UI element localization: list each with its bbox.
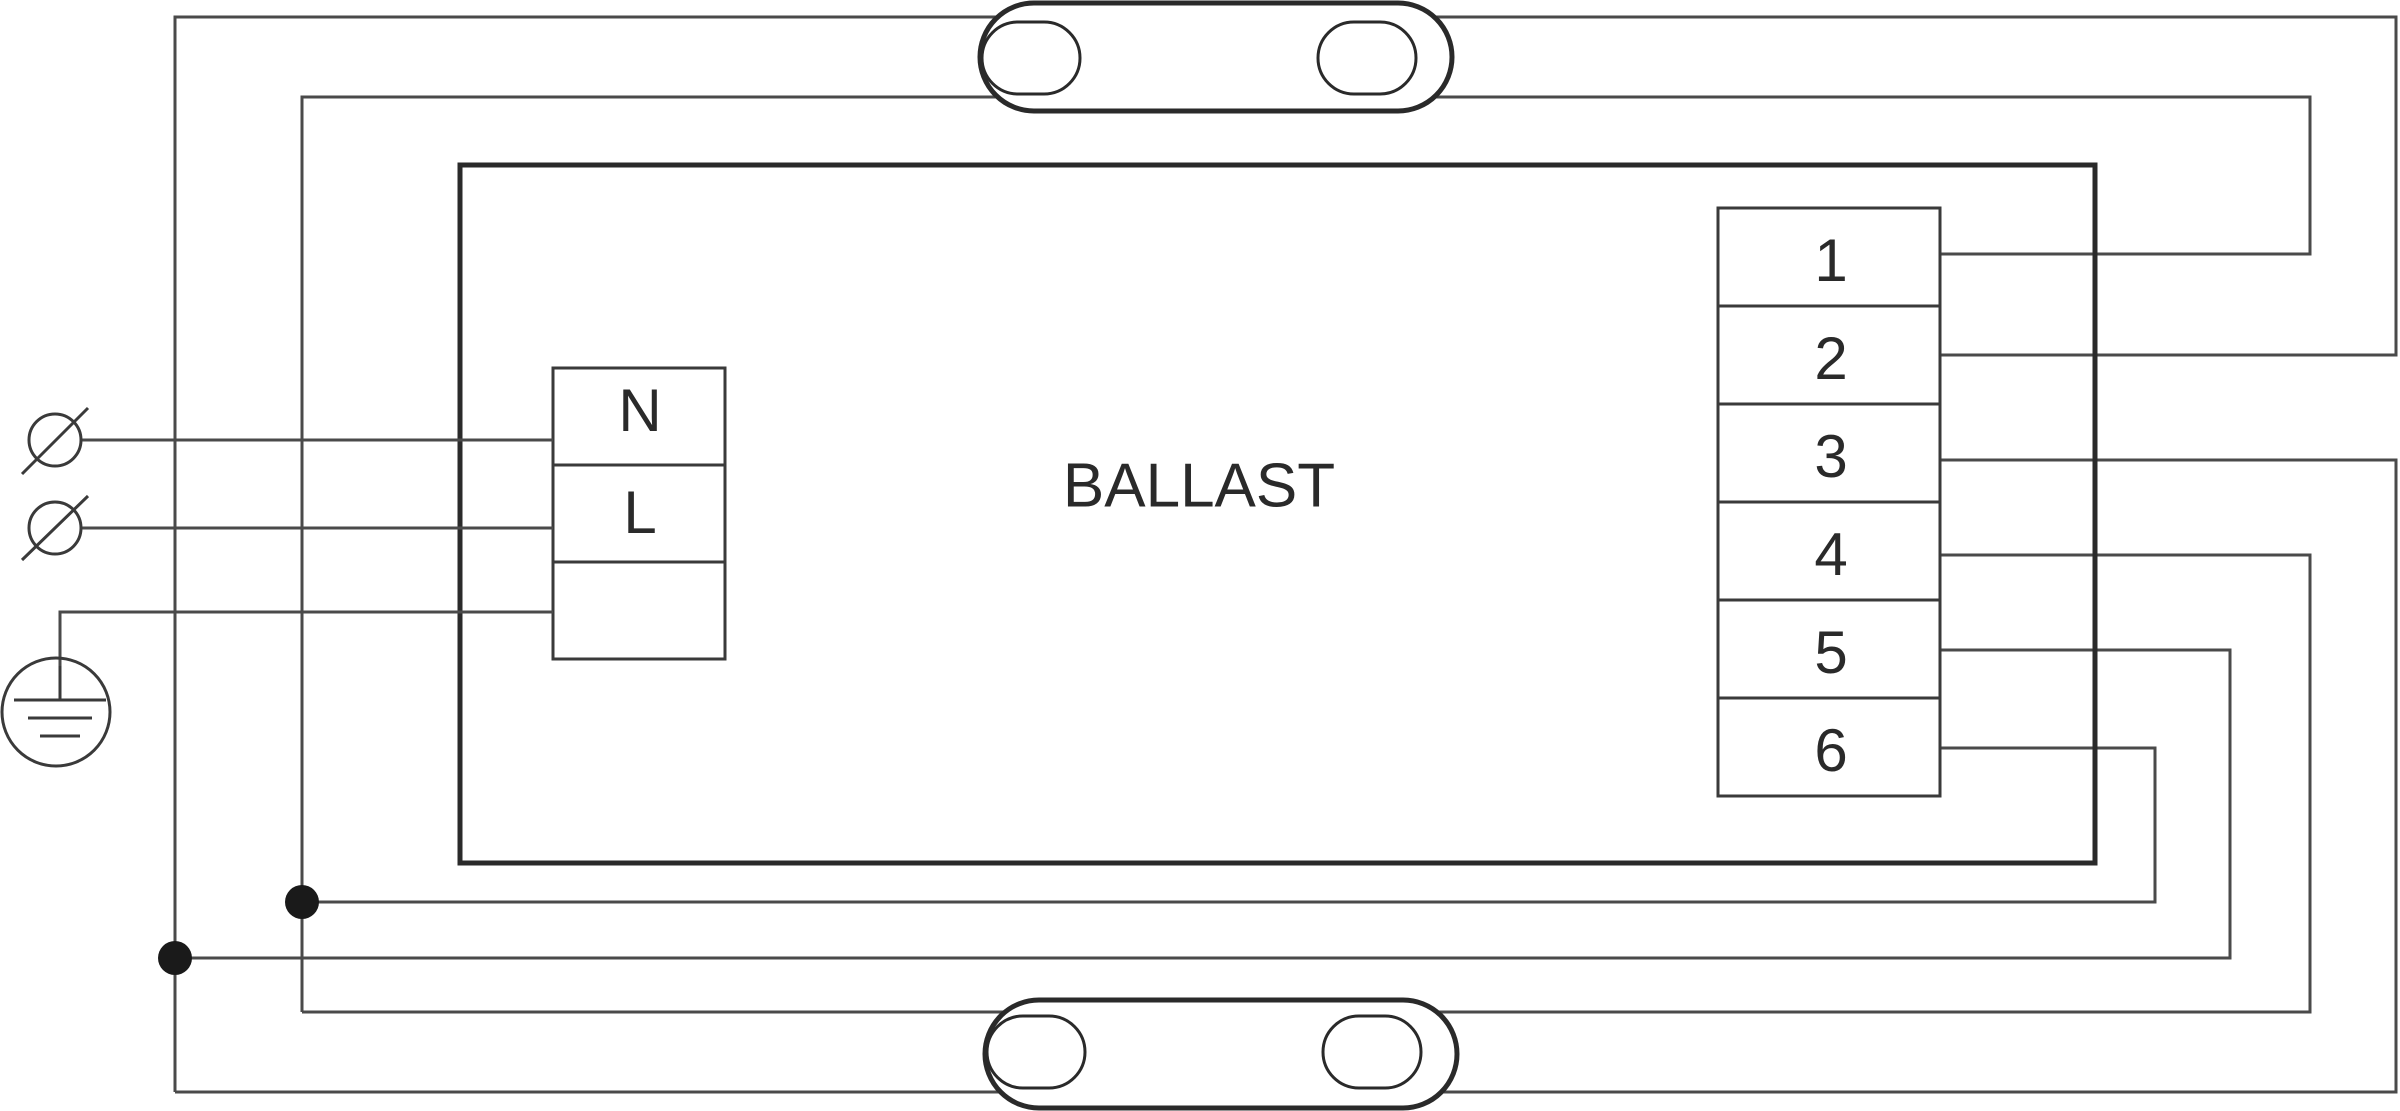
input-terminal-block: N L (551, 366, 727, 661)
terminal-screw-icon (20, 406, 90, 476)
lamp-pin (985, 1014, 1087, 1090)
output-terminal-label: 3 (1814, 423, 1847, 490)
junction-dot (158, 941, 192, 975)
terminal-neutral (551, 366, 727, 467)
wiring (173, 15, 2398, 1094)
output-terminal-6 (1716, 696, 1942, 798)
terminal-line (551, 463, 727, 564)
earth-ground-icon (0, 656, 112, 768)
terminal-neutral-label: N (618, 377, 661, 444)
wire-earth (58, 610, 553, 666)
ballast-title: BALLAST (1063, 451, 1335, 520)
ballast-body (457, 162, 2098, 866)
output-terminal-label: 1 (1814, 227, 1847, 294)
output-terminal-label: 5 (1814, 619, 1847, 686)
terminal-line-label: L (623, 479, 656, 546)
output-terminal-label: 2 (1814, 325, 1847, 392)
output-terminal-2 (1716, 304, 1942, 406)
output-terminal-5 (1716, 598, 1942, 700)
lamp-bottom (982, 997, 1460, 1111)
lamp-pin (980, 20, 1082, 96)
terminal-earth (551, 560, 727, 661)
wire-terminal-5 (175, 648, 2232, 960)
lamp-pin (1321, 1014, 1423, 1090)
wire-terminal-6 (302, 746, 2157, 904)
lamp-top (977, 0, 1455, 114)
output-terminal-label: 4 (1814, 521, 1847, 588)
terminal-screw-icon (20, 494, 90, 562)
wire-outer-loop (173, 15, 2398, 1092)
junction-dot (285, 885, 319, 919)
output-terminal-4 (1716, 500, 1942, 602)
supply-leads (58, 438, 553, 666)
output-terminal-block: 1 2 3 4 5 6 (1716, 206, 1942, 798)
output-terminal-label: 6 (1814, 717, 1847, 784)
lamp-pin (1316, 20, 1418, 96)
wire-terminal-1 (300, 95, 2312, 1012)
output-terminal-3 (1716, 402, 1942, 504)
